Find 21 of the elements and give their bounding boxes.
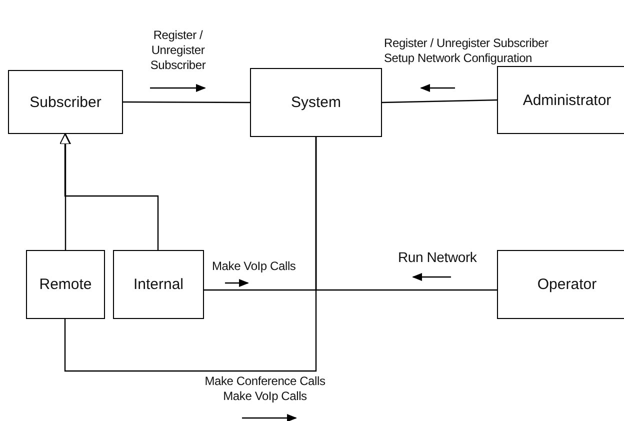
class-name: Internal <box>133 276 184 293</box>
class-name: System <box>290 94 341 111</box>
edge-label: Register / Unregister Subscriber <box>149 28 207 73</box>
edge-label: Run Network <box>398 250 478 265</box>
class-box <box>250 68 382 137</box>
connector <box>60 134 159 250</box>
class-box <box>497 250 624 319</box>
class-name: Subscriber <box>30 94 102 110</box>
class-box <box>26 250 105 319</box>
edge-label: Make Conference Calls Make VoIp Calls <box>204 374 326 404</box>
connector <box>382 99 498 104</box>
class-name: Operator <box>537 276 597 293</box>
edge-label: Make VoIp Calls <box>212 259 297 274</box>
class-name: Administrator <box>522 92 612 108</box>
class-box <box>8 70 123 134</box>
class-box <box>497 66 624 134</box>
connector <box>64 137 317 372</box>
class-box <box>113 250 204 319</box>
class-name: Remote <box>39 276 92 293</box>
connector <box>123 101 250 104</box>
edge-label: Register / Unregister Subscriber Setup Network Configuration <box>384 36 550 66</box>
